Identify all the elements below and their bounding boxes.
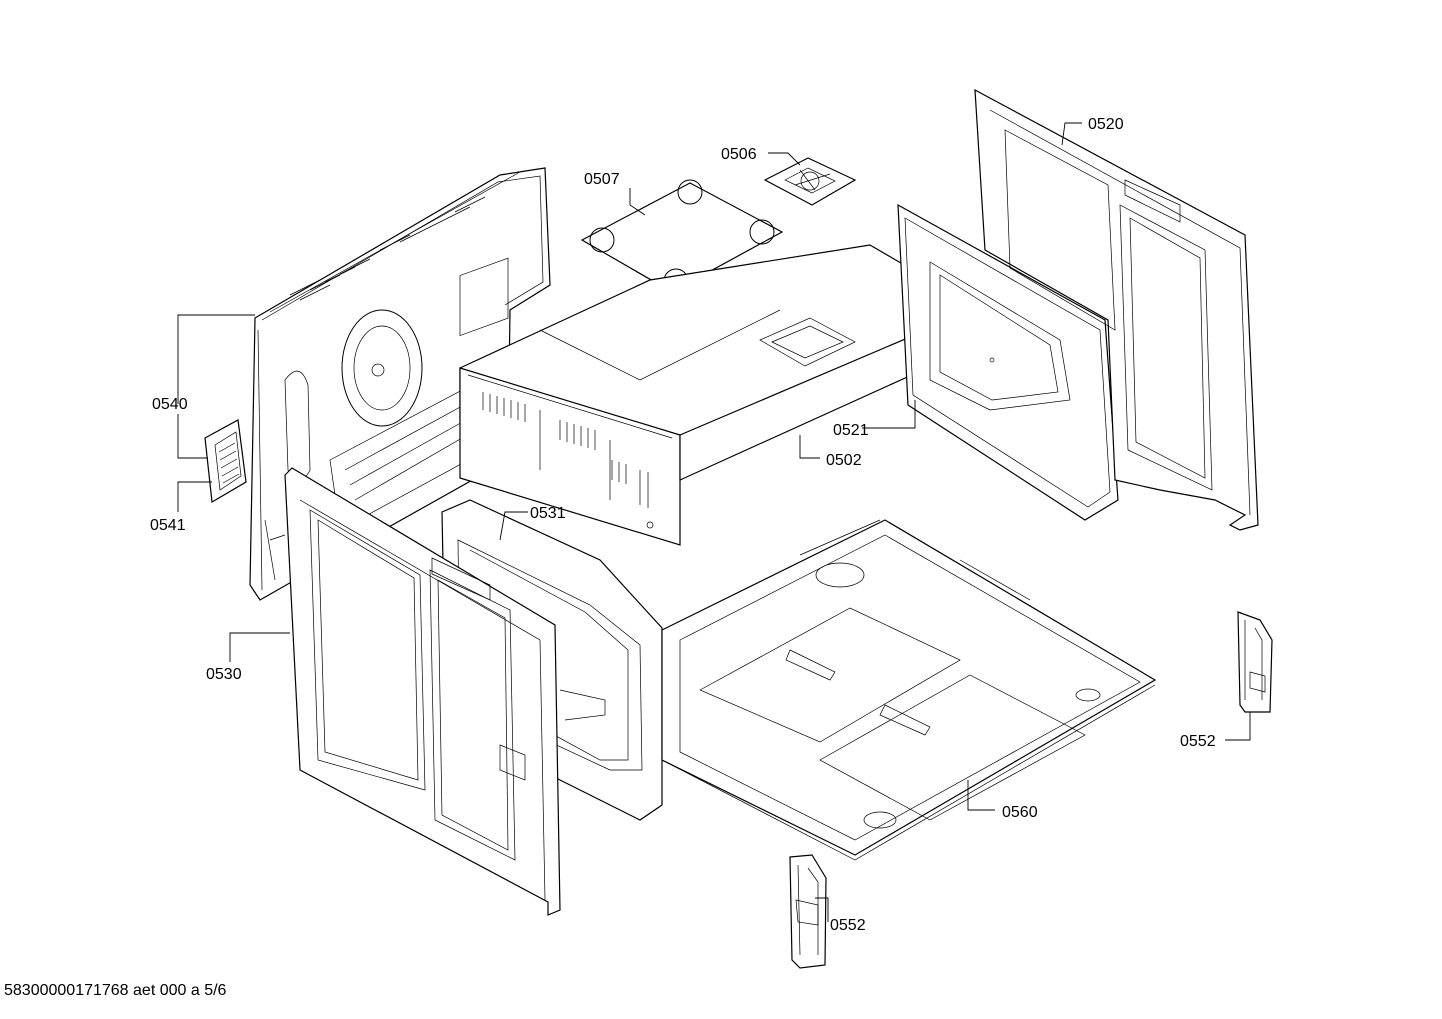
label-0531[interactable]: 0531 <box>530 505 566 522</box>
part-0541-grille-plate <box>204 419 247 503</box>
label-0530[interactable]: 0530 <box>206 666 242 683</box>
part-0521-right-inner-wall <box>897 203 1119 521</box>
part-0530-front-wall <box>284 467 561 916</box>
label-0552-bottom[interactable]: 0552 <box>830 917 866 934</box>
part-0520-side-wall <box>974 88 1259 531</box>
label-0560[interactable]: 0560 <box>1002 804 1038 821</box>
part-labels: 0520 0506 0507 0540 0521 0502 0541 0531 … <box>150 116 1216 934</box>
part-0552-hinge-bracket-bottom <box>789 854 827 969</box>
label-0507[interactable]: 0507 <box>584 171 620 188</box>
part-0502-top-housing <box>459 244 980 546</box>
label-0540[interactable]: 0540 <box>152 396 188 413</box>
part-0506-mount <box>763 157 857 206</box>
label-0520[interactable]: 0520 <box>1088 116 1124 133</box>
label-0502[interactable]: 0502 <box>826 452 862 469</box>
label-0521[interactable]: 0521 <box>833 422 869 439</box>
part-0552-hinge-bracket-right <box>1237 611 1273 713</box>
label-0552-right[interactable]: 0552 <box>1180 733 1216 750</box>
label-0506[interactable]: 0506 <box>721 146 757 163</box>
document-id: 58300000171768 aet 000 a 5/6 <box>4 982 227 999</box>
leader-lines <box>177 122 1251 922</box>
part-0560-floor-pan <box>661 519 1157 861</box>
label-0541[interactable]: 0541 <box>150 517 186 534</box>
part-0507-top-plate <box>580 179 784 294</box>
